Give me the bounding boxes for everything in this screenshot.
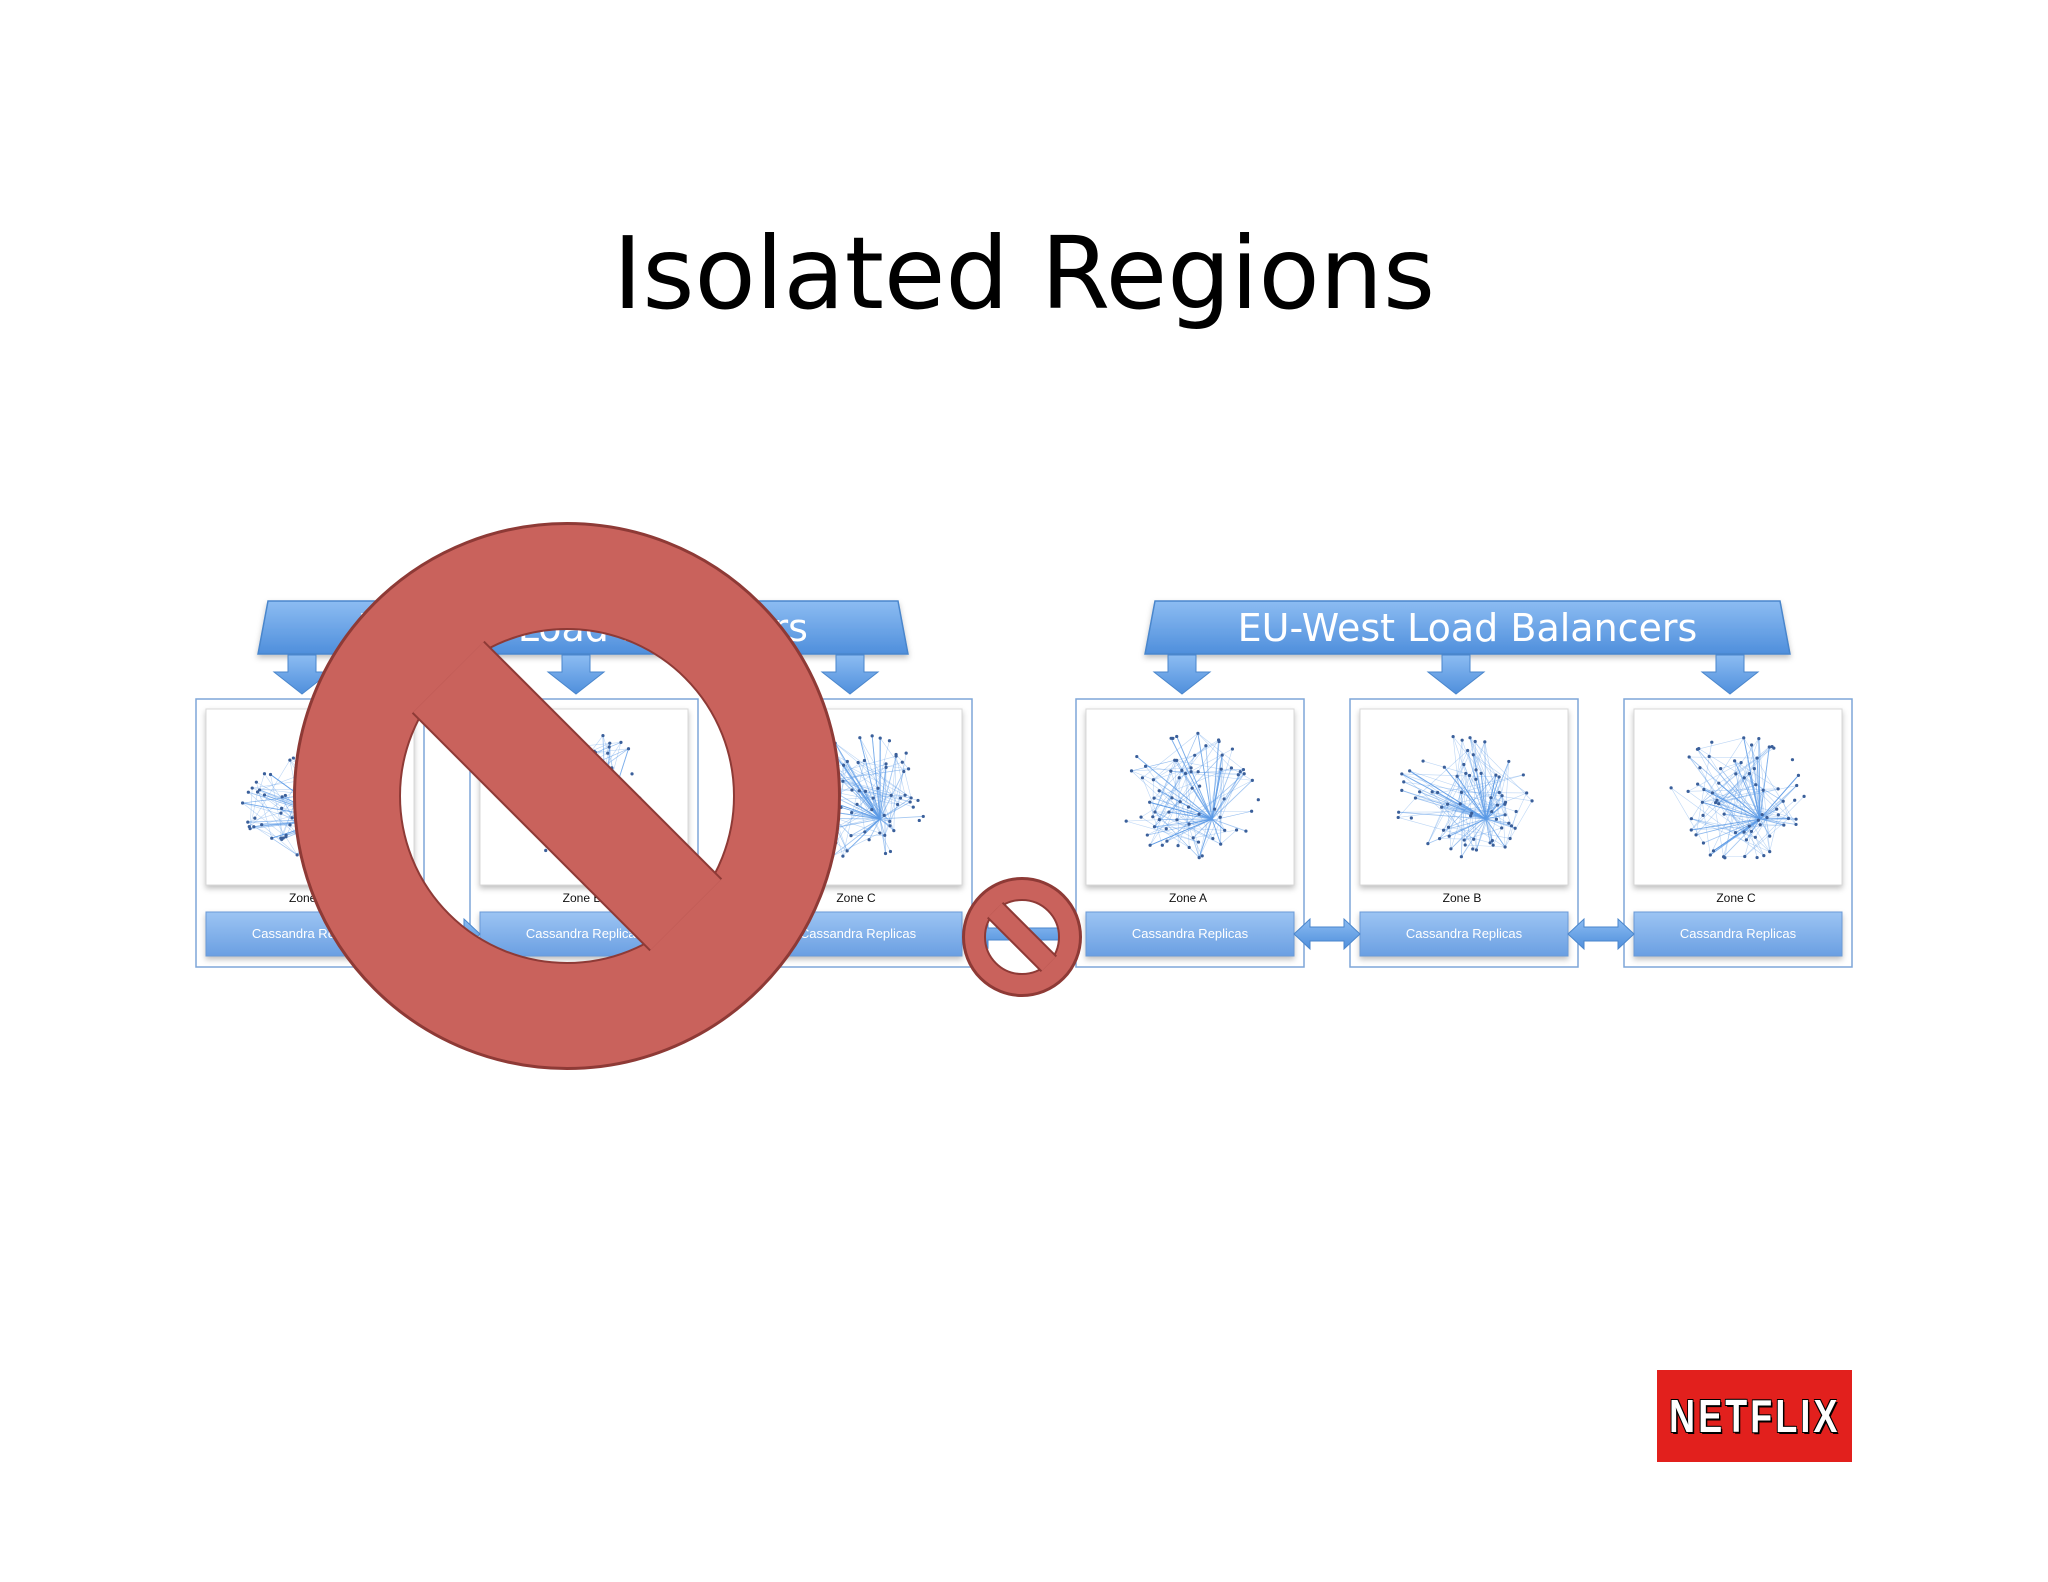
zone-box: Zone A Cassandra Replicas [1075, 654, 1305, 968]
replication-double-arrow-icon [1567, 917, 1635, 951]
netflix-logo-text: NETFLIX [1668, 1390, 1841, 1442]
zone-label: Zone A [1169, 891, 1207, 905]
load-balancer-label: EU-West Load Balancers [1238, 606, 1698, 650]
network-graph [1396, 734, 1534, 859]
down-arrow-icon [1152, 654, 1212, 695]
down-arrow-icon [272, 654, 332, 695]
cassandra-replicas-label: Cassandra Replicas [1680, 926, 1797, 941]
zone-box: Zone B Cassandra Replicas [1349, 654, 1579, 968]
zone-label: Zone C [1716, 891, 1756, 905]
cassandra-replicas-label: Cassandra Replicas [526, 926, 643, 941]
zone-label: Zone C [836, 891, 876, 905]
cassandra-replicas-bar [1085, 911, 1295, 957]
prohibited-link-icon [962, 877, 1082, 997]
down-arrow-icon [1700, 654, 1760, 695]
network-graph-image [1359, 708, 1569, 886]
down-arrow-icon [1426, 654, 1486, 695]
prohibited-icon [293, 522, 841, 1070]
cassandra-replicas-bar [1359, 911, 1569, 957]
zone-label: Zone B [563, 891, 602, 905]
network-graph-image [1085, 708, 1295, 886]
replication-double-arrow-icon [1293, 917, 1361, 951]
zone-box: Zone C Cassandra Replicas [1623, 654, 1853, 968]
load-balancer-banner [1144, 600, 1791, 655]
slide-title: Isolated Regions [612, 215, 1436, 332]
down-arrow-icon [546, 654, 606, 695]
zone-label: Zone B [1443, 891, 1482, 905]
cassandra-replicas-label: Cassandra Replicas [1132, 926, 1249, 941]
down-arrow-icon [820, 654, 880, 695]
cassandra-replicas-label: Cassandra Replicas [1406, 926, 1523, 941]
network-graph [1669, 736, 1806, 860]
cassandra-replicas-bar [1633, 911, 1843, 957]
network-graph-image [1633, 708, 1843, 886]
cassandra-replicas-label: Cassandra Replicas [800, 926, 917, 941]
network-graph [1124, 731, 1260, 860]
netflix-logo: NETFLIX [1657, 1370, 1852, 1462]
